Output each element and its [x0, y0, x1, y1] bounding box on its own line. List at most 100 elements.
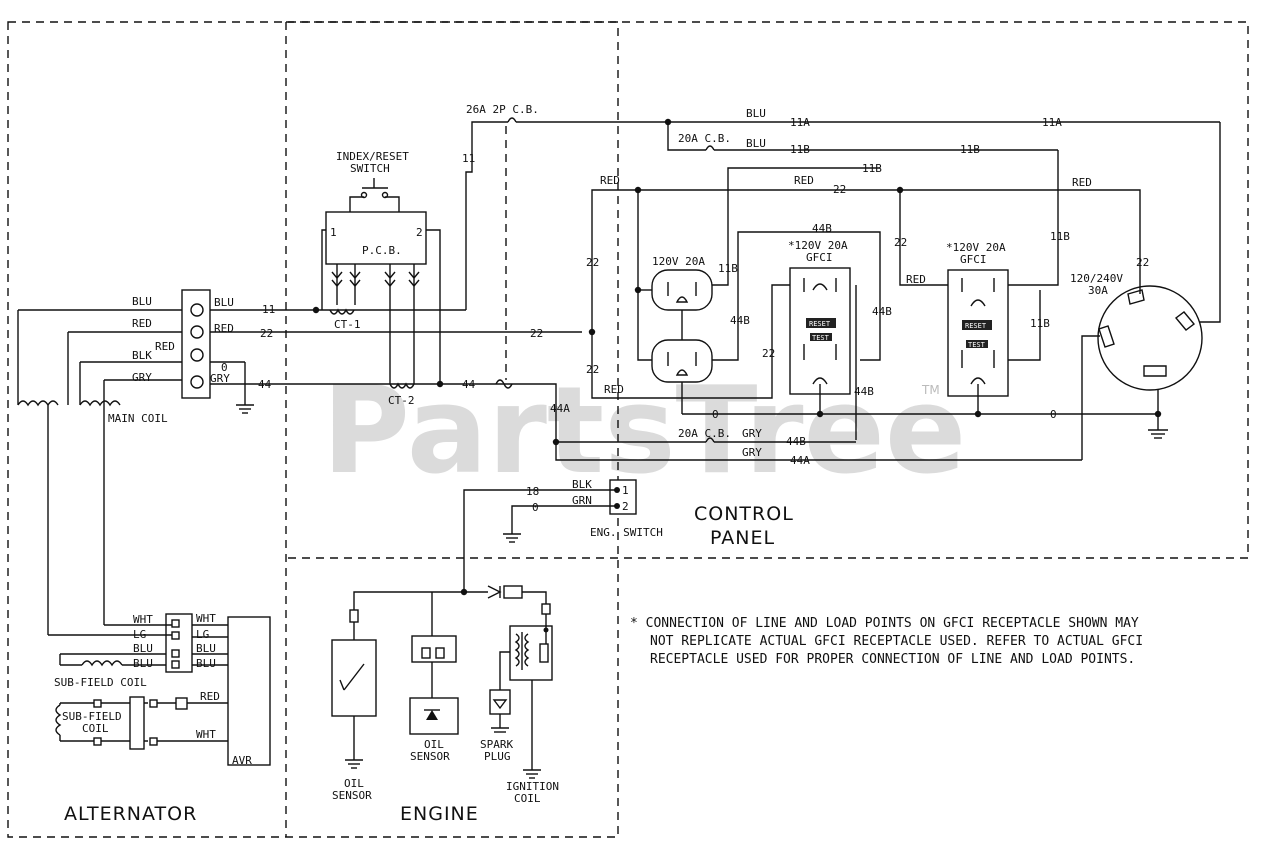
- wire-label-red-6: RED: [794, 174, 814, 187]
- section-control-panel-label-2: PANEL: [710, 527, 775, 549]
- wire-label-44-1: 44: [258, 378, 272, 391]
- spark-plug: SPARK PLUG: [480, 689, 513, 763]
- wire-label-44a-2: 44A: [790, 454, 810, 467]
- wire-label-0-4: 0: [532, 501, 539, 514]
- oil-sensor-1: OIL SENSOR: [331, 609, 377, 802]
- eng-switch-pin-1: 1: [622, 484, 629, 497]
- wire-label-blu-8: BLU: [746, 137, 766, 150]
- wire-label-blu-4: BLU: [133, 657, 153, 670]
- pcb-board: 1 2 P.C.B. CT-1 CT-2: [321, 211, 441, 407]
- wire-label-gry-1: GRY: [132, 371, 152, 384]
- wire-label-18: 18: [526, 485, 539, 498]
- wire-label-11b-1: 11B: [790, 143, 810, 156]
- wire-label-22-2: 22: [833, 183, 846, 196]
- wire-label-11b-3: 11B: [862, 162, 882, 175]
- watermark-tm: TM: [921, 383, 940, 397]
- breaker-26a: 26A 2P C.B. 11: [322, 103, 1220, 389]
- wire-label-11a-1: 11A: [790, 116, 810, 129]
- twist-lock-receptacle: 120/240V 30A: [1070, 272, 1203, 460]
- eng-switch-pin-2: 2: [622, 500, 629, 513]
- section-alternator-label: ALTERNATOR: [64, 803, 197, 825]
- duplex-receptacle-label: 120V 20A: [652, 255, 705, 268]
- wire-label-wht-2: WHT: [196, 612, 216, 625]
- wire-label-red-4: RED: [200, 690, 220, 703]
- section-engine-label: ENGINE: [400, 803, 479, 825]
- eng-switch-label: ENG. SWITCH: [590, 526, 663, 539]
- wire-label-22-1: 22: [260, 327, 273, 340]
- main-coil: MAIN COIL: [17, 309, 182, 635]
- wire-label-22-6: 22: [894, 236, 907, 249]
- oil-sensor-2-label-2: SENSOR: [410, 750, 450, 763]
- gfci-1-label-2: GFCI: [806, 251, 833, 264]
- sub-field-coil-2: SUB-FIELD COIL: [55, 696, 228, 750]
- bus-22: [588, 186, 1141, 399]
- wire-label-44-2: 44: [462, 378, 476, 391]
- neutral-bus: [682, 410, 1162, 418]
- wire-label-11b-4: 11B: [1050, 230, 1070, 243]
- gfci-1-test-label: TEST: [812, 334, 830, 342]
- main-coil-label: MAIN COIL: [108, 412, 168, 425]
- sub-field-coil-label: SUB-FIELD COIL: [54, 676, 147, 689]
- wire-label-0-1: 0: [221, 361, 228, 374]
- breaker-26a-label: 26A 2P C.B.: [466, 103, 539, 116]
- wire-label-blu-3: BLU: [133, 642, 153, 655]
- wire-label-11-2: 11: [462, 152, 475, 165]
- engine-switch: 1 2 ENG. SWITCH: [463, 479, 663, 592]
- wire-label-0-2: 0: [712, 408, 719, 421]
- ct2-label: CT-2: [388, 394, 415, 407]
- wire-label-blu-7: BLU: [746, 107, 766, 120]
- wire-label-wht-1: WHT: [133, 613, 153, 626]
- wire-label-22-7: 22: [762, 347, 775, 360]
- wire-label-11a-2: 11A: [1042, 116, 1062, 129]
- wire-label-red-8: RED: [604, 383, 624, 396]
- wire-label-red-7: RED: [1072, 176, 1092, 189]
- ignition-coil-label-1: IGNITION: [506, 780, 559, 793]
- section-control-panel-label-1: CONTROL: [694, 503, 794, 525]
- wire-label-red-5: RED: [600, 174, 620, 187]
- pcb-pin-2: 2: [416, 226, 423, 239]
- wire-label-gry-2: GRY: [210, 372, 230, 385]
- oil-sensor-2-label-1: OIL: [424, 738, 444, 751]
- gfci-note-line-2: NOT REPLICATE ACTUAL GFCI RECEPTACLE USE…: [650, 634, 1143, 649]
- gfci-2-test-label: TEST: [968, 341, 986, 349]
- wire-label-11-1: 11: [262, 303, 275, 316]
- gfci-2-reset-label: RESET: [965, 322, 987, 330]
- wire-label-blu-2: BLU: [214, 296, 234, 309]
- switch-label-1: INDEX/RESET: [336, 150, 409, 163]
- wire-label-red-1: RED: [132, 317, 152, 330]
- wire-label-wht-3: WHT: [196, 728, 216, 741]
- gfci-1-label-1: *120V 20A: [788, 239, 848, 252]
- wire-label-red-2: RED: [155, 340, 175, 353]
- wire-label-11b-2: 11B: [960, 143, 980, 156]
- wire-label-44b-1: 44B: [730, 314, 750, 327]
- gfci-note: * CONNECTION OF LINE AND LOAD POINTS ON …: [630, 616, 1143, 667]
- gfci-note-line-3: RECEPTACLE USED FOR PROPER CONNECTION OF…: [650, 652, 1135, 667]
- wire-label-22-5: 22: [586, 363, 599, 376]
- wire-label-0-3: 0: [1050, 408, 1057, 421]
- watermark: PartsTree: [322, 362, 966, 501]
- duplex-receptacle: 120V 20A: [651, 231, 881, 414]
- breaker-20a-2-label: 20A C.B.: [678, 427, 731, 440]
- avr-label: AVR: [232, 754, 252, 767]
- section-boundaries: [7, 21, 1249, 838]
- pcb-pin-1: 1: [330, 226, 337, 239]
- wire-label-11b-6: 11B: [718, 262, 738, 275]
- twist-lock-label-1: 120/240V: [1070, 272, 1123, 285]
- wire-label-blk-2: BLK: [572, 478, 592, 491]
- gfci-2-label-1: *120V 20A: [946, 241, 1006, 254]
- twist-lock-label-2: 30A: [1088, 284, 1108, 297]
- wire-label-blk-1: BLK: [132, 349, 152, 362]
- wire-label-grn: GRN: [572, 494, 592, 507]
- wire-label-44b-4: 44B: [854, 385, 874, 398]
- wire-label-22-3: 22: [586, 256, 599, 269]
- wire-label-22-4: 22: [530, 327, 543, 340]
- oil-sensor-2: OIL SENSOR: [409, 635, 459, 763]
- wire-label-44b-2: 44B: [812, 222, 832, 235]
- oil-sensor-1-label-1: OIL: [344, 777, 364, 790]
- avr-module: AVR: [227, 616, 271, 767]
- wire-label-gry-4: GRY: [742, 446, 762, 459]
- ignition-coil-label-2: COIL: [514, 792, 541, 805]
- wire-label-gry-3: GRY: [742, 427, 762, 440]
- wire-label-blu-6: BLU: [196, 657, 216, 670]
- spark-plug-label-2: PLUG: [484, 750, 511, 763]
